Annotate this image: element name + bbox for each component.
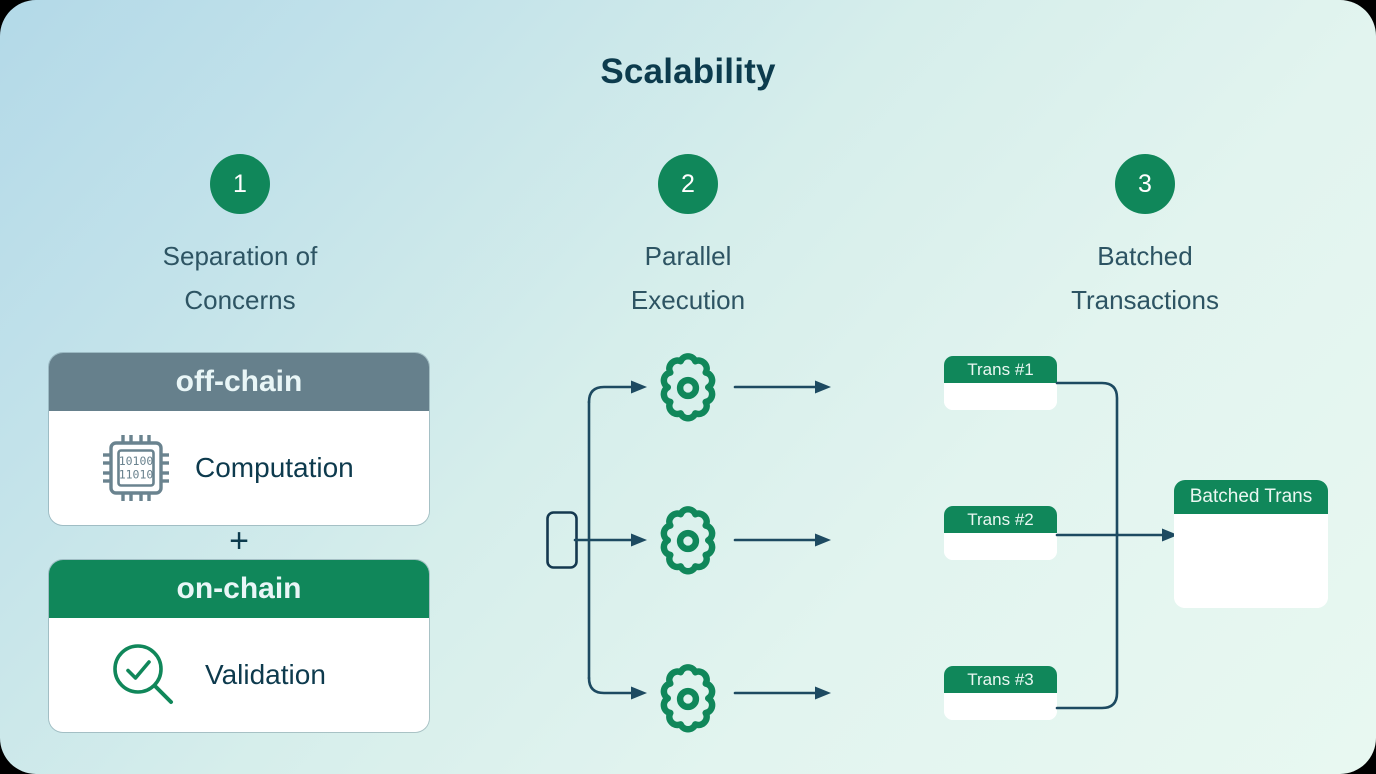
parallel-branch-connectors	[573, 370, 845, 715]
magnifier-check-icon	[109, 640, 179, 710]
batched-trans-card-body	[1174, 514, 1328, 608]
step-title-3-line1: Batched	[1097, 241, 1193, 271]
trans-card-3-body	[944, 693, 1057, 720]
offchain-card-label: Computation	[195, 452, 354, 483]
batched-trans-card-header: Batched Trans	[1174, 480, 1328, 514]
gear-icon-2[interactable]	[652, 505, 724, 577]
step-title-3: Batched Transactions	[975, 234, 1315, 322]
step-badge-1: 1	[210, 154, 270, 214]
offchain-card[interactable]: off-chain	[49, 353, 429, 525]
chip-icon: 10100 11010	[99, 431, 173, 505]
onchain-card-body: Validation	[49, 618, 429, 732]
step-title-3-line2: Transactions	[1071, 285, 1219, 316]
onchain-card[interactable]: on-chain Validation	[49, 560, 429, 732]
step-title-2-line2: Execution	[630, 285, 746, 316]
step-header-3: 3 Batched Transactions	[975, 154, 1315, 322]
onchain-card-label: Validation	[205, 659, 326, 690]
step-number-1: 1	[233, 169, 247, 198]
batch-merge-connectors	[1055, 381, 1187, 713]
step-number-3: 3	[1138, 169, 1152, 198]
step-title-1-line1: Separation of	[162, 241, 318, 271]
step-header-2: 2 Parallel Execution	[518, 154, 858, 322]
gear-icon-1[interactable]	[652, 352, 724, 424]
trans-card-3-header: Trans #3	[944, 666, 1057, 693]
chip-bits-bottom: 11010	[119, 468, 154, 482]
gear-icon-3[interactable]	[652, 663, 724, 735]
trans-card-1-header: Trans #1	[944, 356, 1057, 383]
step-title-1-line2: Concerns	[184, 285, 296, 316]
batched-trans-card[interactable]: Batched Trans	[1174, 480, 1328, 608]
offchain-card-header: off-chain	[49, 353, 429, 411]
step-badge-2: 2	[658, 154, 718, 214]
offchain-card-body: 10100 11010 Computation	[49, 411, 429, 525]
step-header-1: 1 Separation of Concerns	[70, 154, 410, 322]
trans-card-2[interactable]: Trans #2	[944, 506, 1057, 560]
dispatch-node[interactable]	[546, 511, 578, 569]
step-title-1: Separation of Concerns	[70, 234, 410, 322]
trans-card-2-body	[944, 533, 1057, 560]
onchain-card-header: on-chain	[49, 560, 429, 618]
step-number-2: 2	[681, 169, 695, 198]
chip-bits-top: 10100	[119, 454, 154, 468]
step-badge-3: 3	[1115, 154, 1175, 214]
trans-card-1-body	[944, 383, 1057, 410]
trans-card-1[interactable]: Trans #1	[944, 356, 1057, 410]
page-title: Scalability	[600, 52, 776, 91]
step-title-2: Parallel Execution	[518, 234, 858, 322]
plus-separator: +	[229, 522, 249, 560]
trans-card-3[interactable]: Trans #3	[944, 666, 1057, 720]
trans-card-2-header: Trans #2	[944, 506, 1057, 533]
step-title-2-line1: Parallel	[644, 241, 732, 271]
